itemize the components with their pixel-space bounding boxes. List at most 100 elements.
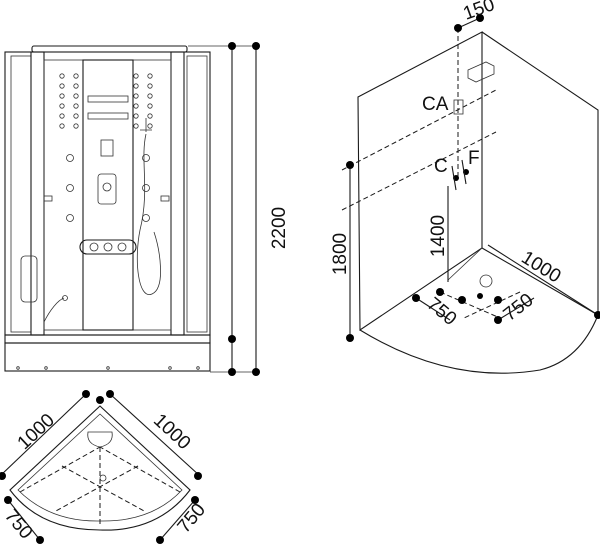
- plan-dim-radius-left: [7, 499, 41, 541]
- iso-dim-dot: [594, 311, 600, 319]
- plan-side-left-label: 1000: [14, 410, 59, 454]
- front-nozzle: [147, 83, 153, 89]
- plan-dim-dot: [194, 472, 202, 480]
- iso-dim-dot: [494, 316, 502, 324]
- iso-top-fixture: [467, 61, 495, 83]
- front-display-panel: [100, 139, 114, 157]
- plan-side-right-label: 1000: [149, 410, 194, 454]
- front-tray-foot: [106, 366, 110, 370]
- iso-pipe-f: [461, 159, 467, 185]
- iso-dim-dot: [458, 296, 466, 304]
- front-dim-dot: [228, 368, 236, 376]
- iso-dim-750-left: [415, 297, 451, 321]
- iso-ca-box: [453, 99, 464, 115]
- iso-dash-floor-a: [439, 291, 501, 319]
- plan-seat: [87, 431, 113, 448]
- iso-label-c: C: [434, 156, 448, 177]
- plan-dim-side-right: [109, 393, 201, 477]
- front-nozzle: [147, 93, 153, 99]
- plan-dim-radius-right: [159, 499, 196, 541]
- plan-dim-dot: [156, 536, 164, 544]
- iso-floor-corner: [447, 247, 483, 281]
- front-nozzle: [133, 103, 139, 109]
- iso-label-f: F: [468, 148, 480, 169]
- front-left-handle: [43, 195, 53, 202]
- front-tray-base: [4, 342, 211, 372]
- iso-dim-750-right: [497, 297, 535, 321]
- iso-radius-right-label: 750: [500, 290, 538, 326]
- front-nozzle: [147, 73, 153, 79]
- plan-dim-dot: [4, 496, 12, 504]
- front-nozzle: [73, 83, 79, 89]
- plan-dash-left: [19, 446, 101, 493]
- iso-right-wall: [481, 31, 599, 316]
- iso-dim-dot: [454, 24, 462, 32]
- front-side-hose: [43, 297, 65, 323]
- front-top-cap: [31, 45, 188, 53]
- front-outer-frame: [4, 51, 211, 336]
- plan-dim-dot: [191, 496, 199, 504]
- iso-dim-dot: [476, 14, 484, 22]
- iso-view: 150 CA C F 1800 1400 1000 750 750: [330, 0, 600, 374]
- front-nozzle: [73, 93, 79, 99]
- front-height-label: 2200: [269, 207, 290, 249]
- iso-dim-dot: [412, 294, 420, 302]
- front-top-light: [87, 95, 129, 103]
- plan-dash-cross-b: [53, 465, 139, 513]
- front-jet: [66, 184, 74, 192]
- front-dim-dot: [228, 335, 236, 343]
- front-nozzle: [59, 103, 65, 109]
- iso-dash-floor-b: [463, 291, 521, 319]
- iso-left-wall: [357, 31, 483, 332]
- front-nozzle: [59, 93, 65, 99]
- iso-label-ca: CA: [422, 94, 449, 115]
- plan-radius-right-label: 750: [174, 500, 210, 538]
- iso-drain: [479, 274, 493, 288]
- front-view: 2200: [4, 42, 290, 376]
- front-mixer: [97, 173, 117, 205]
- front-nozzle: [73, 73, 79, 79]
- front-nozzle: [73, 113, 79, 119]
- front-tray-foot: [44, 366, 48, 370]
- iso-inner-height-label: 1400: [428, 215, 449, 257]
- plan-dash-cross-a: [61, 465, 147, 513]
- front-jet: [142, 184, 150, 192]
- front-left-post: [30, 51, 45, 336]
- front-back-wall: [43, 59, 172, 331]
- iso-dim-dot: [436, 288, 444, 296]
- plan-dash-right: [99, 446, 181, 493]
- front-right-glass: [186, 55, 208, 333]
- iso-dim-dot: [346, 334, 354, 342]
- front-central-column: [82, 59, 134, 331]
- front-dim-dot: [252, 42, 260, 50]
- iso-dim-dot: [346, 161, 354, 169]
- front-nozzle: [147, 103, 153, 109]
- iso-pipe-c: [451, 165, 457, 191]
- front-hand-shower-hose: [136, 118, 161, 295]
- front-side-mirror: [20, 255, 38, 303]
- front-right-handle: [160, 195, 170, 202]
- iso-dim-dot: [494, 296, 502, 304]
- iso-dash-ca: [341, 89, 497, 171]
- front-seat: [79, 239, 137, 255]
- front-dim-dot: [228, 42, 236, 50]
- front-nozzle: [59, 113, 65, 119]
- iso-dim-1000: [487, 244, 599, 316]
- plan-drain: [99, 474, 107, 482]
- front-jet: [66, 214, 74, 222]
- front-nozzle: [147, 113, 153, 119]
- front-speaker-bar: [87, 112, 129, 120]
- iso-floor-front: [359, 314, 599, 374]
- plan-view: 1000 1000 750 750: [0, 390, 210, 544]
- plan-outer-outline: [9, 405, 191, 531]
- plan-dim-dot: [106, 390, 114, 398]
- front-dim-dot: [252, 368, 260, 376]
- front-nozzle: [59, 123, 65, 129]
- plan-dim-dot: [36, 536, 44, 544]
- iso-radius-left-label: 750: [423, 294, 461, 330]
- iso-drain-dot: [477, 293, 483, 299]
- front-nozzle: [147, 123, 153, 129]
- iso-wall-height-label: 1800: [330, 233, 351, 275]
- iso-dim-150: [457, 17, 481, 29]
- front-jet: [66, 154, 74, 162]
